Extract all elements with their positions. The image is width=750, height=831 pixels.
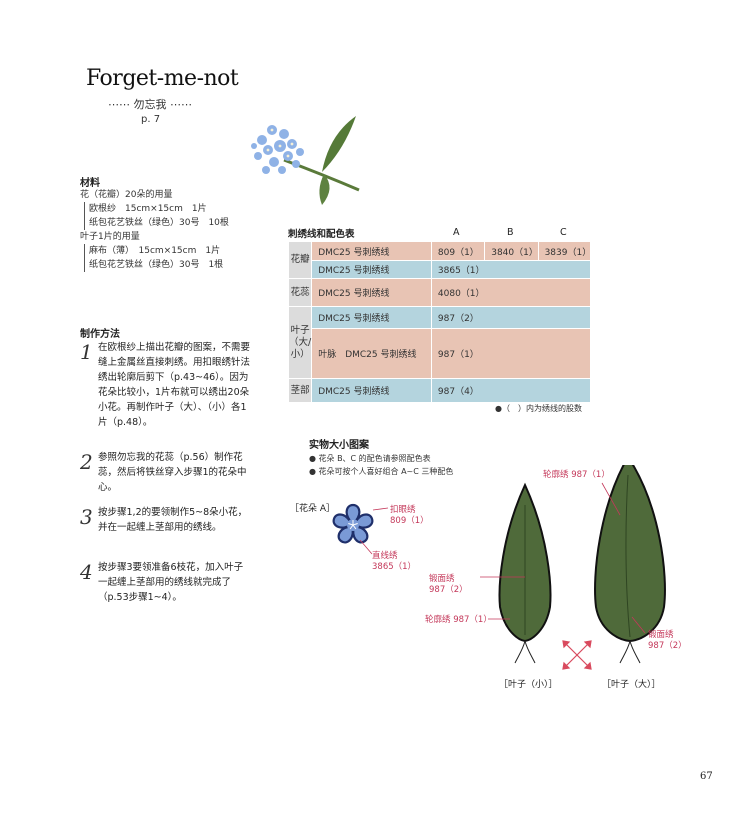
callout-value: 987（2） <box>429 585 468 595</box>
table-cell-b: 3840（1） <box>484 241 539 261</box>
callout-straight-stitch: 直线绣 3865（1） <box>372 551 416 573</box>
group-label-stamen: 花蕊 <box>287 278 313 307</box>
large-leaf-label: ［叶子（大）］ <box>602 680 661 690</box>
page-reference: p. 7 <box>141 114 161 125</box>
step-text: 按步骤1,2的要领制作5~8朵小花，并在一起缠上茎部用的绣线。 <box>98 507 248 533</box>
callout-small-outline: 轮廓绣 987（1） <box>425 615 492 625</box>
large-leaf <box>594 465 666 664</box>
leaves-pattern <box>480 465 666 670</box>
thread-color-table: 花瓣 DMC25 号刺绣线 809（1） 3840（1） 3839（1） DMC… <box>287 241 592 403</box>
thread-table-title: 刺绣线和配色表 <box>288 229 355 240</box>
column-header-b: B <box>507 227 514 238</box>
group-label-leaf: 叶子（大/小） <box>287 306 313 379</box>
step-text: 参照勿忘我的花蕊（p.56）制作花蕊，然后将铁丝穿入步骤1的花朵中心。 <box>98 452 247 493</box>
actual-size-heading: 实物大小图案 <box>309 440 369 451</box>
callout-name: 锻面绣 <box>648 630 674 640</box>
table-cell-desc: DMC25 号刺绣线 <box>311 241 432 261</box>
table-row: 茎部 DMC25 号刺绣线 987（4） <box>287 378 592 403</box>
table-cell-c: 3839（1） <box>537 241 591 261</box>
flower-a-pattern <box>332 503 389 555</box>
column-header-a: A <box>453 227 460 238</box>
page-number: 67 <box>700 771 713 782</box>
callout-value: 3865（1） <box>372 562 417 572</box>
column-header-c: C <box>560 227 567 238</box>
materials-item: 纸包花艺铁丝（绿色）30号 10根 <box>89 218 229 228</box>
callout-name: 扣眼绣 <box>390 505 416 515</box>
table-cell-desc: DMC25 号刺绣线 <box>311 378 432 403</box>
materials-flower-list: 欧根纱 15cm×15cm 1片 纸包花艺铁丝（绿色）30号 10根 <box>84 202 229 230</box>
materials-item: 纸包花艺铁丝（绿色）30号 1根 <box>89 260 224 270</box>
step-number: 1 <box>80 340 93 364</box>
table-cell-a: 4080（1） <box>430 278 592 307</box>
step-number: 3 <box>80 505 93 529</box>
table-cell-a: 987（4） <box>430 378 592 403</box>
materials-flower-heading: 花（花瓣）20朵的用量 <box>80 190 173 200</box>
table-row: 叶脉 DMC25 号刺绣线 987（1） <box>289 328 592 379</box>
callout-name: 锻面绣 <box>429 574 455 584</box>
callout-value: 809（1） <box>390 516 429 526</box>
table-cell-a: 809（1） <box>430 241 486 261</box>
table-row: DMC25 号刺绣线 3865（1） <box>289 260 592 279</box>
flower-a-label: ［花朵 A］ <box>290 504 336 514</box>
callout-name: 直线绣 <box>372 551 398 561</box>
step-text: 按步骤3要领准备6枝花，加入叶子一起缠上茎部用的绣线就完成了（p.53步骤1~4… <box>98 562 244 603</box>
table-cell-desc: DMC25 号刺绣线 <box>311 306 432 329</box>
materials-heading: 材料 <box>80 178 100 189</box>
group-label-petal: 花瓣 <box>287 241 313 279</box>
table-row: 花蕊 DMC25 号刺绣线 4080（1） <box>287 278 592 307</box>
table-cell-desc: 叶脉 DMC25 号刺绣线 <box>311 328 432 379</box>
callout-small-satin: 锻面绣 987（2） <box>429 574 468 596</box>
page-subtitle: ⋯⋯ 勿忘我 ⋯⋯ <box>108 98 192 111</box>
forget-me-not-photo <box>251 116 360 205</box>
table-note: ●（ ）内为绣线的股数 <box>495 404 582 413</box>
materials-leaf-list: 麻布（薄） 15cm×15cm 1片 纸包花艺铁丝（绿色）30号 1根 <box>84 244 223 272</box>
table-row: 叶子（大/小） DMC25 号刺绣线 987（2） <box>287 306 592 379</box>
size-arrows-icon <box>562 640 592 670</box>
table-cell-a: 3865（1） <box>430 260 592 279</box>
callout-large-outline: 轮廓绣 987（1） <box>543 470 610 480</box>
method-heading: 制作方法 <box>80 329 120 340</box>
step-text: 在欧根纱上描出花瓣的图案，不需要缝上金属丝直接刺绣。用扣眼绣针法绣出轮廓后剪下（… <box>98 342 251 428</box>
callout-buttonhole: 扣眼绣 809（1） <box>390 505 429 527</box>
materials-item: 麻布（薄） 15cm×15cm 1片 <box>89 246 221 256</box>
callout-value: 987（2） <box>648 641 687 651</box>
page-title: Forget-me-not <box>86 66 239 91</box>
callout-large-satin: 锻面绣 987（2） <box>648 630 687 652</box>
table-cell-a: 987（1） <box>430 328 592 379</box>
table-cell-desc: DMC25 号刺绣线 <box>311 260 432 279</box>
step-number: 2 <box>80 450 93 474</box>
small-leaf <box>498 482 552 664</box>
small-leaf-label: ［叶子（小）］ <box>499 680 558 690</box>
materials-leaf-heading: 叶子1片的用量 <box>80 232 140 242</box>
materials-item: 欧根纱 15cm×15cm 1片 <box>89 204 207 214</box>
table-cell-a: 987（2） <box>430 306 592 329</box>
group-label-stem: 茎部 <box>287 378 313 403</box>
table-row: 花瓣 DMC25 号刺绣线 809（1） 3840（1） 3839（1） <box>287 241 591 279</box>
actual-size-note: ● 花朵可按个人喜好组合 A~C 三种配色 <box>309 467 454 476</box>
table-cell-desc: DMC25 号刺绣线 <box>311 278 432 307</box>
actual-size-note: ● 花朵 B、C 的配色请参照配色表 <box>309 454 431 463</box>
step-number: 4 <box>80 560 93 584</box>
